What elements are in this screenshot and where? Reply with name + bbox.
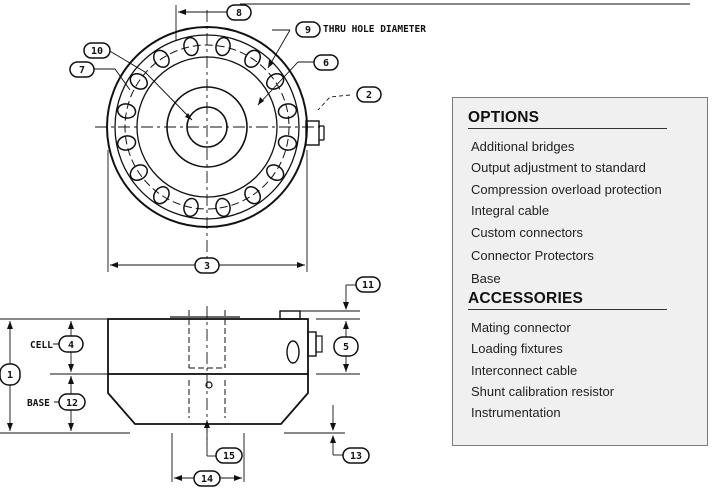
callout-5: 5 (343, 342, 349, 353)
bolt-hole (266, 72, 285, 90)
callout-13: 13 (350, 451, 362, 462)
callout-6: 6 (323, 58, 329, 69)
callout-2: 2 (366, 90, 372, 101)
bolt-hole (244, 49, 262, 68)
bolt-hole (277, 103, 298, 119)
options-list: Additional bridges Output adjustment to … (471, 136, 707, 290)
cell-label: CELL (30, 340, 53, 351)
accessory-item: Loading fixtures (471, 341, 563, 357)
callout-7-frame (69, 61, 95, 78)
callout-7: 7 (79, 65, 85, 76)
thru-hole-label: THRU HOLE DIAMETER (323, 24, 426, 35)
callout-14-frame (193, 470, 221, 487)
accessory-item: Interconnect cable (471, 362, 578, 378)
accessories-heading: ACCESSORIES (468, 290, 667, 310)
bolt-hole (266, 164, 285, 182)
accessories-list: Mating connector Loading fixtures Interc… (471, 317, 707, 424)
bolt-hole (152, 49, 170, 68)
option-item: Compression overload protection (471, 181, 662, 197)
callout-15-frame (215, 447, 243, 464)
callout-1-frame (0, 363, 21, 386)
accessory-item: Shunt calibration resistor (471, 384, 615, 400)
callout-11: 11 (362, 280, 374, 291)
callout-13-frame (342, 447, 370, 464)
bolt-hole (116, 135, 137, 151)
bolt-hole (215, 197, 231, 218)
option-item: Custom connectors (471, 224, 583, 240)
bolt-hole (244, 186, 262, 205)
callout-10: 10 (91, 46, 103, 57)
bolt-hole (129, 72, 148, 90)
bolt-hole (183, 36, 199, 57)
option-item: Integral cable (471, 203, 550, 219)
callout-2-frame (356, 86, 382, 103)
accessory-item: Instrumentation (471, 405, 561, 421)
bolt-hole (215, 36, 231, 57)
callout-15: 15 (223, 451, 235, 462)
callout-14: 14 (201, 474, 213, 485)
bolt-hole (116, 103, 137, 119)
bolt-hole (129, 164, 148, 182)
callout-6-frame (313, 54, 339, 71)
bolt-hole (183, 197, 199, 218)
base-label: BASE (27, 398, 50, 409)
callout-5-frame (333, 336, 359, 357)
bolt-hole (152, 186, 170, 205)
options-heading: OPTIONS (468, 109, 667, 129)
callout-8-frame (226, 4, 252, 21)
accessory-item: Mating connector (471, 319, 571, 335)
callout-3-frame (194, 257, 220, 274)
callout-8: 8 (236, 8, 242, 19)
callout-1: 1 (7, 370, 13, 381)
option-item: Connector Protectors (471, 248, 594, 264)
bolt-hole (277, 135, 298, 151)
callout-12: 12 (66, 398, 78, 409)
callout-11-frame (355, 276, 381, 293)
option-item: Additional bridges (471, 139, 575, 154)
callout-10-frame (83, 42, 111, 59)
options-accessories-panel: OPTIONS Additional bridges Output adjust… (452, 97, 708, 446)
callout-3: 3 (204, 261, 210, 272)
callout-4: 4 (68, 340, 74, 351)
option-item: Base (471, 271, 501, 287)
option-item: Output adjustment to standard (471, 160, 646, 176)
callout-9: 9 (305, 25, 311, 36)
callout-9-frame (295, 21, 321, 38)
